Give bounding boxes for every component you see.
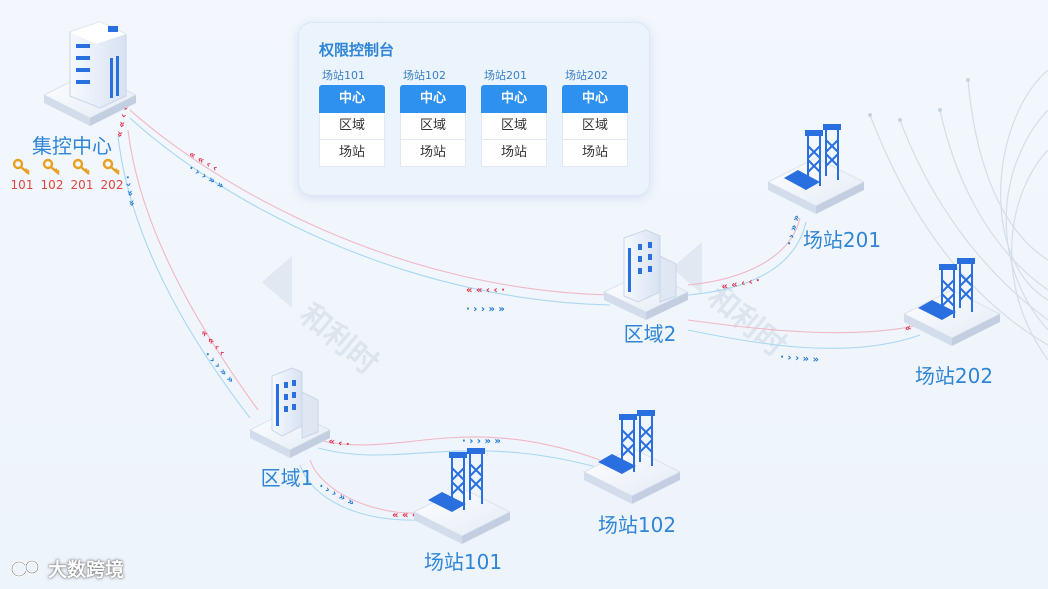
region1-building-icon [248, 367, 332, 458]
option-region[interactable]: 区域 [400, 113, 466, 140]
key-icon [12, 158, 30, 175]
option-station[interactable]: 场站 [319, 140, 385, 167]
option-region[interactable]: 区域 [319, 113, 385, 140]
column-header: 场站101 [322, 69, 365, 82]
station-column-101: 场站101 中心 区域 场站 [319, 67, 385, 167]
key-icon [102, 158, 120, 175]
svg-text:· › » »: · › » » [784, 214, 803, 247]
option-station[interactable]: 场站 [562, 140, 628, 167]
station-column-201: 场站201 中心 区域 场站 [481, 67, 547, 167]
option-center[interactable]: 中心 [562, 85, 628, 113]
chat-bubble-logo-icon [10, 559, 40, 577]
option-center[interactable]: 中心 [400, 85, 466, 113]
key-icon [42, 158, 60, 175]
column-header: 场站102 [403, 69, 446, 82]
decorative-dots [868, 78, 970, 122]
station101-tower-icon [412, 448, 512, 544]
connections [117, 109, 921, 521]
region2-building-icon [602, 229, 690, 320]
station202-tower-icon [902, 258, 1002, 346]
svg-text:« « ‹ ‹ ·: « « ‹ ‹ · [466, 285, 505, 296]
svg-text:· › › » »: · › › » » [780, 352, 820, 366]
center-label: 集控中心 [32, 134, 112, 158]
svg-text:· › › » »: · › › » » [466, 304, 505, 315]
key-item: 102 [40, 158, 64, 192]
key-label: 102 [40, 178, 64, 192]
station102-label: 场站102 [597, 513, 677, 537]
key-list: 101 102 201 202 [10, 158, 124, 192]
faint-watermark: 和利时 和利时 [262, 242, 792, 382]
svg-text:· › » »: · › » » [121, 175, 137, 208]
key-label: 202 [100, 178, 124, 192]
station-columns: 场站101 中心 区域 场站 场站102 中心 区域 场站 场站201 中心 区… [319, 67, 628, 167]
key-icon [72, 158, 90, 175]
key-item: 201 [70, 158, 94, 192]
key-item: 101 [10, 158, 34, 192]
faint-watermark-text-1: 和利时 [293, 297, 384, 382]
option-region[interactable]: 区域 [562, 113, 628, 140]
column-header: 场站202 [565, 69, 608, 82]
decorative-lines [869, 69, 1048, 361]
region1-label: 区域1 [260, 466, 314, 490]
key-label: 101 [10, 178, 34, 192]
option-station[interactable]: 场站 [400, 140, 466, 167]
key-label: 201 [70, 178, 94, 192]
region2-label: 区域2 [623, 322, 677, 346]
permission-console-panel: 权限控制台 场站101 中心 区域 场站 场站102 中心 区域 场站 场站20… [298, 22, 650, 196]
station-column-202: 场站202 中心 区域 场站 [562, 67, 628, 167]
option-center[interactable]: 中心 [481, 85, 547, 113]
option-center[interactable]: 中心 [319, 85, 385, 113]
option-region[interactable]: 区域 [481, 113, 547, 140]
key-item: 202 [100, 158, 124, 192]
option-station[interactable]: 场站 [481, 140, 547, 167]
station-column-102: 场站102 中心 区域 场站 [400, 67, 466, 167]
svg-text:« « ‹: « « ‹ [392, 510, 416, 521]
column-header: 场站201 [484, 69, 527, 82]
svg-text:· › › » »: · › › » » [462, 436, 501, 447]
station101-label: 场站101 [423, 550, 503, 574]
center-building-icon [42, 21, 138, 126]
logo-watermark-text: 大数跨境 [48, 559, 125, 581]
station102-tower-icon [582, 410, 682, 504]
logo-watermark: 大数跨境 [10, 555, 124, 582]
panel-title: 权限控制台 [319, 41, 395, 59]
station202-label: 场站202 [914, 364, 994, 388]
station201-tower-icon [766, 124, 866, 214]
station201-label: 场站201 [802, 228, 882, 252]
faint-watermark-text-2: 和利时 [701, 279, 792, 364]
svg-text:« ‹ ·: « ‹ · [327, 436, 350, 451]
